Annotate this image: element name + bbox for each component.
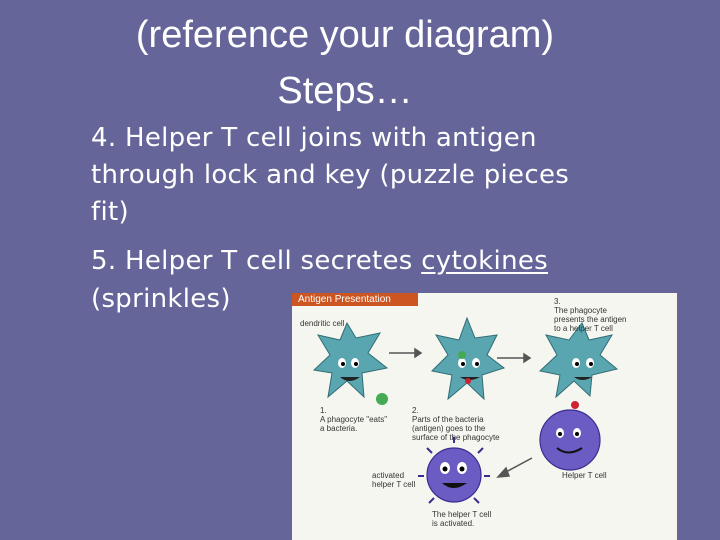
phagocyte-1-icon [312, 321, 389, 405]
figure-title: Antigen Presentation [292, 293, 418, 306]
activated-caption: The helper T cell is activated. [432, 510, 492, 528]
slide-title-line-2: Steps… [277, 70, 413, 112]
activated-helper-label: activated helper T cell [372, 471, 416, 489]
slide-title-line-1: (reference your diagram) [135, 14, 555, 56]
step-2-label: 2. Parts of the bacteria (antigen) goes … [412, 406, 500, 442]
cytokines-term: cytokines [421, 246, 548, 276]
step-4-line-2: through lock and key (puzzle pieces [91, 160, 570, 190]
step-4-line-3: fit) [91, 197, 129, 227]
figure-illustration [312, 316, 619, 504]
step-5-prefix: 5. Helper T cell secretes [91, 246, 422, 276]
phagocyte-3-icon [538, 322, 619, 409]
activated-helper-t-cell-icon [418, 437, 490, 504]
helper-t-cell-icon [539, 409, 601, 471]
step-3-label: 3. The phagocyte presents the antigen to… [554, 297, 627, 333]
step-5-line-1: 5. Helper T cell secretes cytokines [91, 243, 711, 280]
dendritic-cell-label: dendritic cell [300, 319, 345, 328]
step-4-line-1: 4. Helper T cell joins with antigen [91, 123, 537, 153]
process-arrows [389, 347, 533, 478]
step-5-line-2: (sprinkles) [91, 284, 231, 314]
antigen-presentation-figure: Antigen Presentation dendritic cell 1. A… [292, 293, 677, 540]
helper-t-cell-label: Helper T cell [562, 471, 607, 480]
phagocyte-2-icon [430, 316, 506, 401]
step-1-label: 1. A phagocyte "eats" a bacteria. [320, 406, 388, 433]
